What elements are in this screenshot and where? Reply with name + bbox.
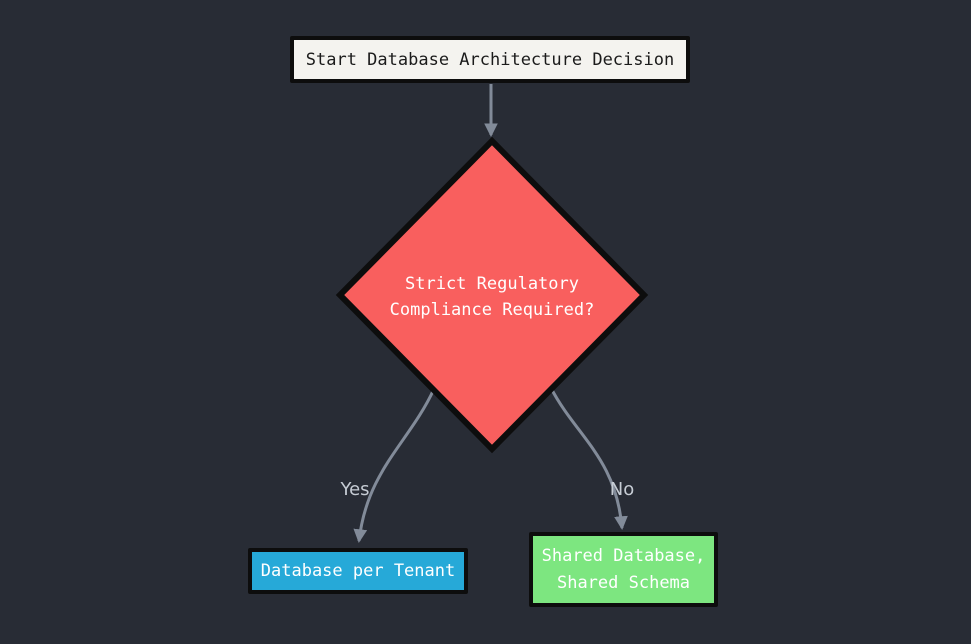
shared-database-node: Shared Database, Shared Schema xyxy=(529,532,718,607)
start-node-label: Start Database Architecture Decision xyxy=(305,49,675,70)
tenant-node-label: Database per Tenant xyxy=(260,561,456,581)
connector-decision-to-tenant-yes xyxy=(353,388,436,544)
decision-label-line-1: Strict Regulatory xyxy=(405,274,579,294)
decision-label-line-2: Compliance Required? xyxy=(389,300,595,320)
decision-node-label: Strict Regulatory Compliance Required? xyxy=(342,271,642,323)
shared-node-line-1: Shared Database, xyxy=(541,545,706,566)
decision-diamond xyxy=(335,136,649,454)
shared-node-line-2: Shared Schema xyxy=(556,572,691,593)
start-node: Start Database Architecture Decision xyxy=(290,36,690,83)
edge-label-no: No xyxy=(609,479,635,500)
edge-label-yes: Yes xyxy=(340,479,370,500)
connector-decision-to-shared-no xyxy=(549,387,628,531)
database-per-tenant-node: Database per Tenant xyxy=(248,548,468,594)
